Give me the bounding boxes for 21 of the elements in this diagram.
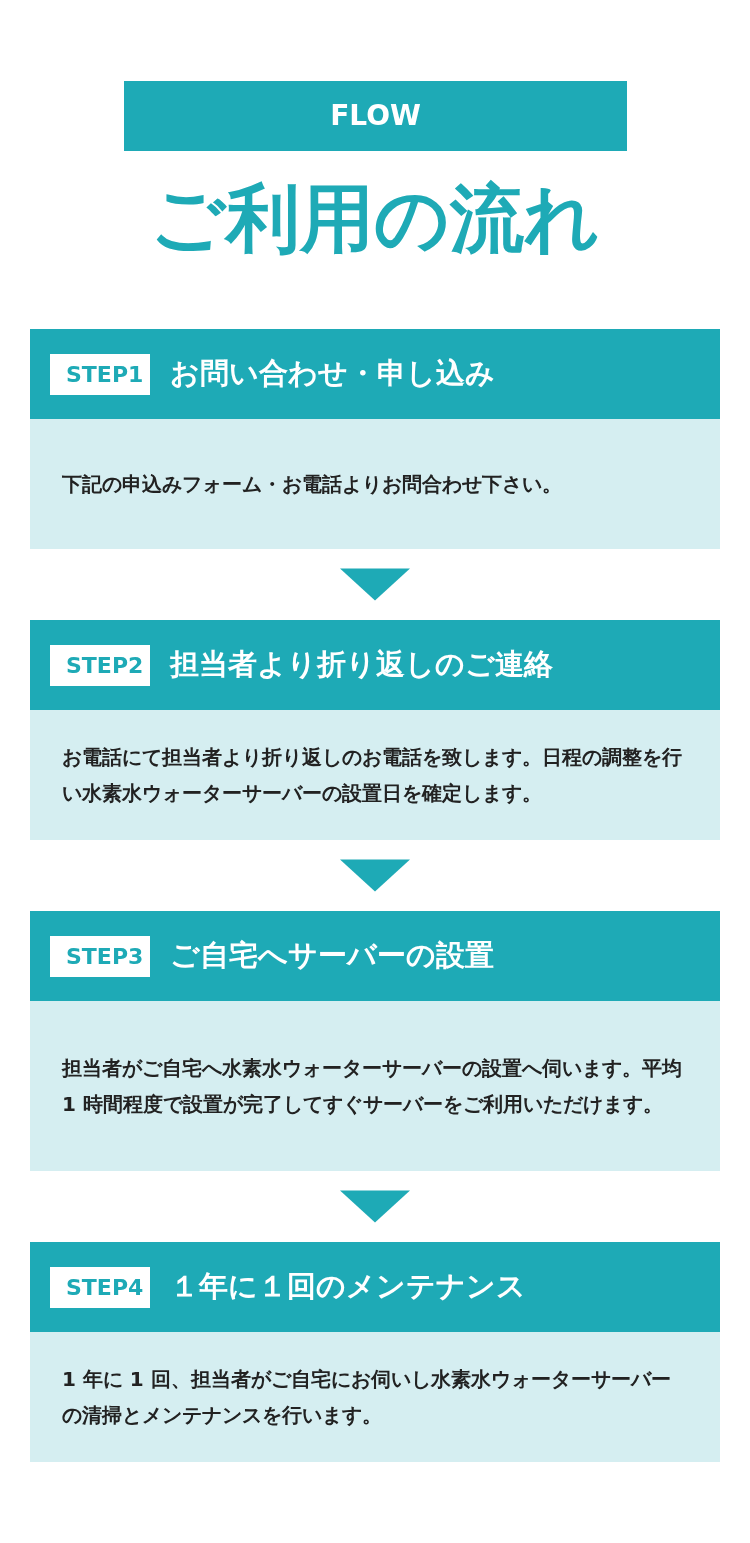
step-card	[30, 620, 720, 840]
page-title: ご利用の流れ	[149, 174, 601, 263]
step-description: 担当者がご自宅へ水素水ウォーターサーバーの設置へ伺います。平均 1 時間程度で設置が完了してすぐサーバーをご利用いただけます。	[62, 1055, 683, 1118]
down-arrow	[340, 859, 410, 892]
step-card	[30, 329, 720, 549]
step-description: 1 年に 1 回、担当者がご自宅にお伺いし水素水ウォーターサーバーの清掃とメンテナンスを行います。	[62, 1366, 672, 1429]
down-arrow	[340, 568, 410, 601]
step-badge: STEP4	[50, 1266, 150, 1308]
step-badge: STEP2	[50, 644, 150, 686]
step-card	[30, 1242, 720, 1462]
step-title: 担当者より折り返しのご連絡	[170, 646, 553, 684]
step-title: ご自宅へサーバーの設置	[170, 937, 494, 975]
step-badge: STEP3	[50, 935, 150, 977]
flow-banner: FLOW	[124, 81, 627, 151]
step-description: お電話にて担当者より折り返しのお電話を致します。日程の調整を行い水素水ウォーターサーバーの設置日を確定します。	[62, 744, 683, 807]
step-title: お問い合わせ・申し込み	[170, 355, 495, 393]
step-card	[30, 911, 720, 1171]
step-title: １年に１回のメンテナンス	[170, 1268, 526, 1306]
step-badge: STEP1	[50, 353, 150, 395]
down-arrow	[340, 1190, 410, 1223]
step-description: 下記の申込みフォーム・お電話よりお問合わせ下さい。	[62, 471, 562, 498]
